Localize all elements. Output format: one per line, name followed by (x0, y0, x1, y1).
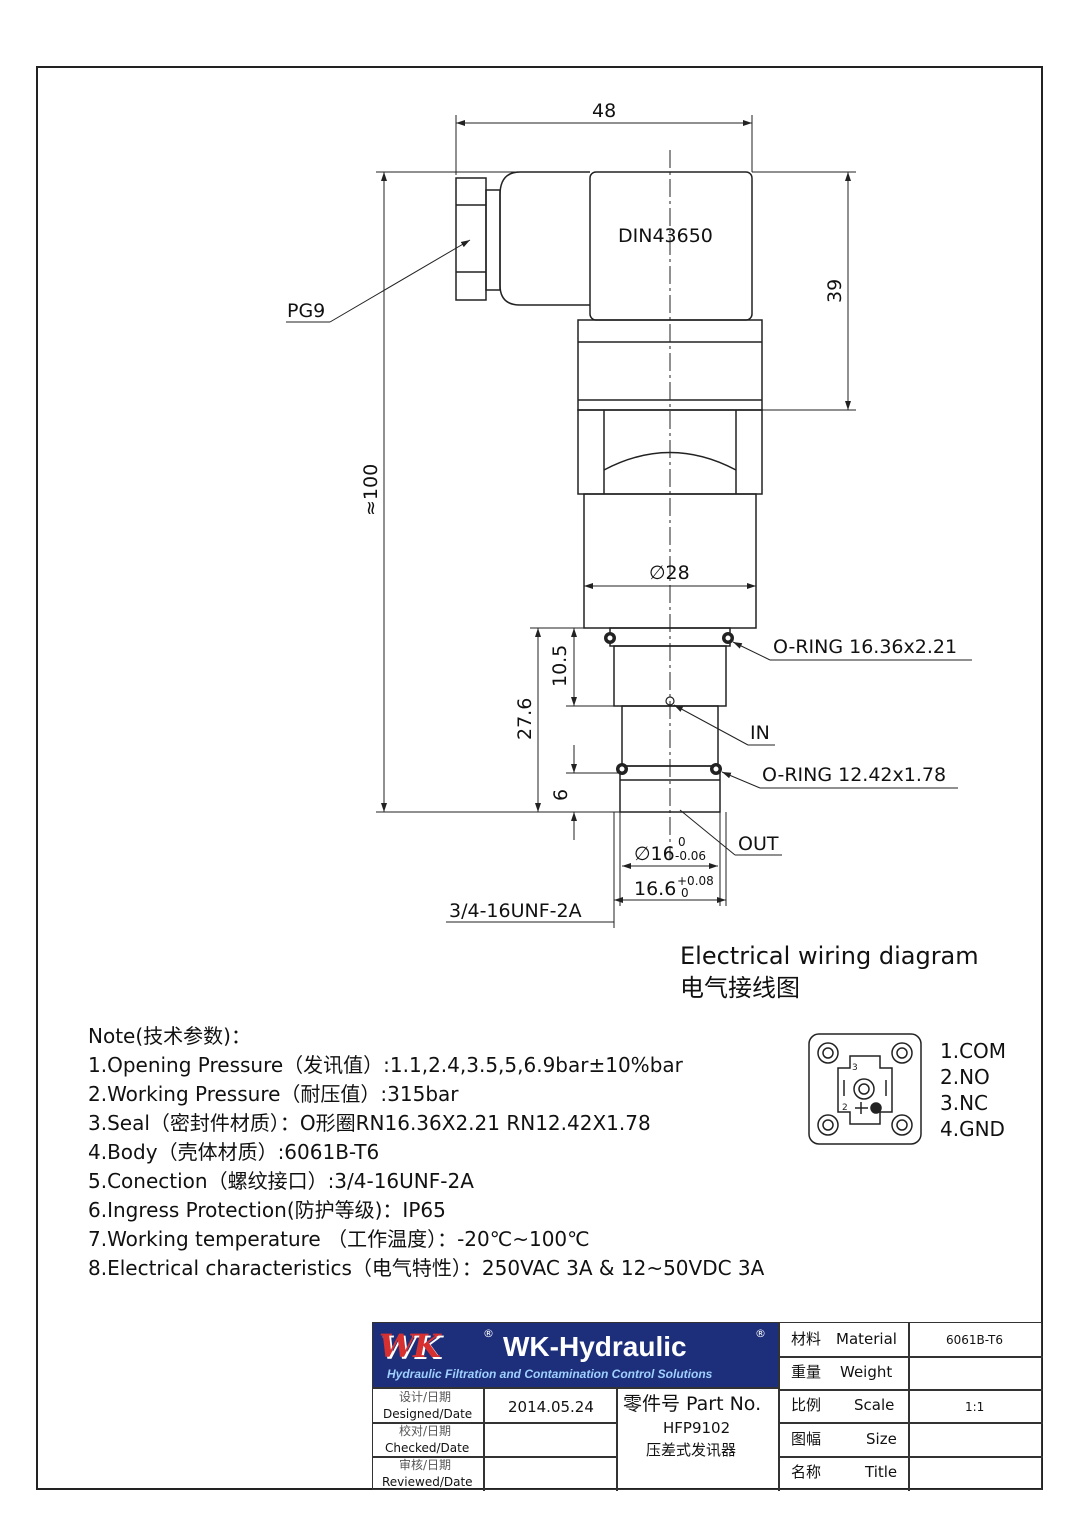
registered-mark: ® (755, 1327, 766, 1340)
checked-label-cn: 校对/日期 (399, 1424, 452, 1438)
wiring-title-cn: 电气接线图 (680, 974, 800, 1002)
wiring-title-en: Electrical wiring diagram (680, 942, 979, 970)
dim-16-tol-lower: -0.06 (675, 849, 707, 863)
dim-diameter-16: ∅16 (634, 843, 675, 865)
title-block: WK WK ® WK-Hydraulic ® Hydraulic Filtrat… (372, 1322, 1043, 1491)
notes-heading: Note(技术参数)： (88, 1024, 251, 1048)
port-out-label: OUT (738, 833, 779, 855)
checked-label-en: Checked/Date (385, 1441, 470, 1455)
title-label-en: Title (865, 1463, 898, 1481)
dim-16-6: 16.6 (634, 878, 677, 900)
dim-height-39: 39 (824, 278, 846, 303)
dim-10-5: 10.5 (549, 644, 571, 687)
part-name: 压差式发讯器 (646, 1441, 737, 1459)
dim-6: 6 (550, 788, 572, 801)
technical-notes: Note(技术参数)： 1.Opening Pressure（发讯值）:1.1,… (88, 1022, 764, 1283)
weight-label-cn: 重量 (791, 1363, 822, 1381)
dim-16-6-tol-lower: 0 (681, 886, 689, 900)
size-label-cn: 图幅 (791, 1430, 822, 1448)
port-in-label: IN (750, 722, 770, 744)
logo-mark: WK (379, 1327, 441, 1365)
thread-spec-label: 3/4-16UNF-2A (449, 900, 582, 922)
note-item: 1.Opening Pressure（发讯值）:1.1,2.4,3.5,5,6.… (88, 1053, 683, 1077)
registered-mark: ® (483, 1327, 494, 1340)
dim-diameter-28: ∅28 (649, 562, 690, 584)
dim-27-6: 27.6 (514, 697, 536, 740)
dim-width-48: 48 (592, 100, 617, 122)
wiring-diagram-title: Electrical wiring diagram 电气接线图 (680, 940, 979, 1004)
note-item: 5.Conection（螺纹接口）:3/4-16UNF-2A (88, 1169, 474, 1193)
scale-label-cn: 比例 (791, 1396, 822, 1414)
designed-date: 2014.05.24 (508, 1398, 594, 1416)
connector-model-label: DIN43650 (618, 225, 713, 247)
reviewed-label-cn: 审核/日期 (399, 1458, 452, 1472)
pin-item: 1.COM (940, 1039, 1007, 1063)
pg9-label: PG9 (287, 300, 326, 322)
oring-label-1: O-RING 16.36x2.21 (773, 636, 958, 658)
reviewed-label-en: Reviewed/Date (382, 1475, 473, 1489)
note-item: 3.Seal（密封件材质）：O形圈RN16.36X2.21 RN12.42X1.… (88, 1111, 651, 1135)
weight-label-en: Weight (840, 1363, 893, 1381)
material-label-cn: 材料 (791, 1330, 822, 1348)
svg-text:2: 2 (842, 1103, 848, 1113)
pin-item: 2.NO (940, 1065, 990, 1089)
material-label-en: Material (836, 1330, 897, 1348)
note-item: 4.Body（壳体材质）:6061B-T6 (88, 1140, 380, 1164)
svg-text:3: 3 (852, 1063, 858, 1073)
material-value: 6061B-T6 (946, 1333, 1003, 1347)
note-item: 6.Ingress Protection(防护等级)：IP65 (88, 1198, 446, 1222)
designed-label-cn: 设计/日期 (399, 1390, 452, 1404)
connector-face-diagram (808, 1033, 922, 1145)
logo-mark-shadow: WK (381, 1329, 443, 1367)
company-tagline: Hydraulic Filtration and Contamination C… (387, 1367, 713, 1381)
note-item: 7.Working temperature （工作温度）：-20℃~100℃ (88, 1227, 590, 1251)
pin-item: 3.NC (940, 1091, 989, 1115)
company-name: WK-Hydraulic (503, 1331, 687, 1362)
pg9-gland-nut (455, 177, 487, 301)
note-item: 2.Working Pressure（耐压值）:315bar (88, 1082, 459, 1106)
dim-16-tol-upper: 0 (678, 835, 686, 849)
pin-list: 1.COM 2.NO 3.NC 4.GND (940, 1038, 1006, 1142)
dim-height-100: ≈100 (360, 463, 382, 516)
dim-16-6-tol-upper: +0.08 (677, 874, 714, 888)
scale-label-en: Scale (854, 1396, 895, 1414)
size-label-en: Size (866, 1430, 897, 1448)
oring-label-2: O-RING 12.42x1.78 (762, 764, 947, 786)
part-no-value: HFP9102 (663, 1419, 731, 1437)
designed-label-en: Designed/Date (383, 1407, 473, 1421)
title-label-cn: 名称 (791, 1463, 822, 1481)
pin-item: 4.GND (940, 1117, 1005, 1141)
company-logo: WK WK ® WK-Hydraulic ® Hydraulic Filtrat… (373, 1323, 778, 1387)
note-item: 8.Electrical characteristics（电气特性）：250VA… (88, 1256, 765, 1280)
connector-side-housing (499, 171, 590, 306)
scale-value: 1:1 (965, 1400, 985, 1414)
part-no-label: 零件号 Part No. (623, 1393, 762, 1415)
